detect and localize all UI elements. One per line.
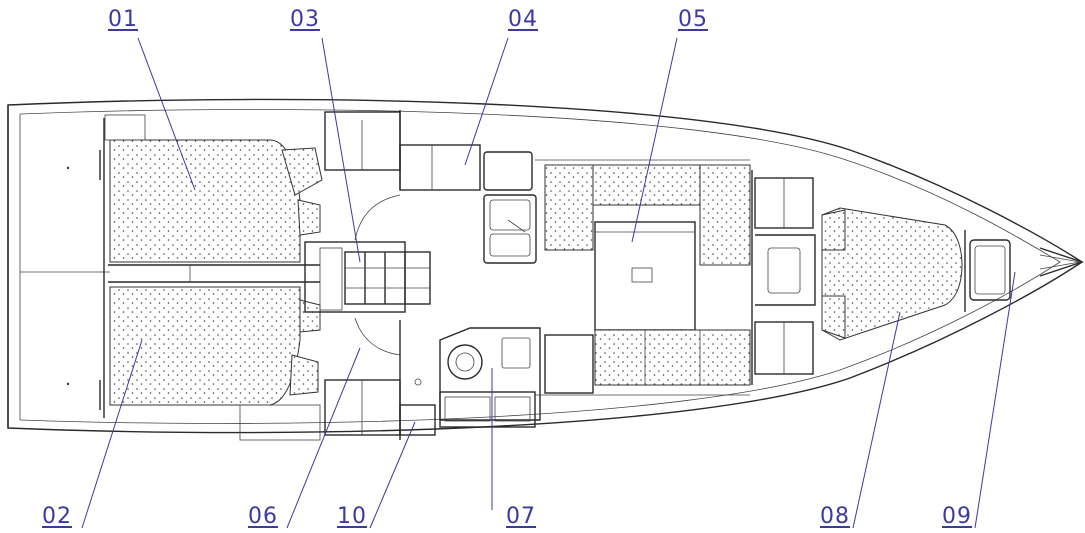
forward-berth-cushion	[821, 207, 963, 341]
chart-table-area	[399, 144, 537, 264]
aft-lockers	[324, 110, 401, 440]
aft-cabins	[66, 114, 323, 441]
callout-10: 10	[337, 504, 367, 529]
companionway-steps	[304, 241, 431, 313]
galley	[399, 327, 541, 436]
callout-02: 02	[42, 504, 72, 529]
callout-01: 01	[108, 7, 138, 32]
callout-07: 07	[506, 504, 536, 529]
callout-09: 09	[942, 504, 972, 529]
callout-03: 03	[290, 7, 320, 32]
aft-berth-port-cushion	[109, 139, 301, 263]
leader-lines	[81, 37, 1016, 529]
aft-berth-starboard-cushion	[109, 286, 301, 406]
callout-06: 06	[248, 504, 278, 529]
callout-05: 05	[678, 7, 708, 32]
forward-cabin	[751, 170, 1011, 385]
callout-08: 08	[820, 504, 850, 529]
callout-04: 04	[508, 7, 538, 32]
